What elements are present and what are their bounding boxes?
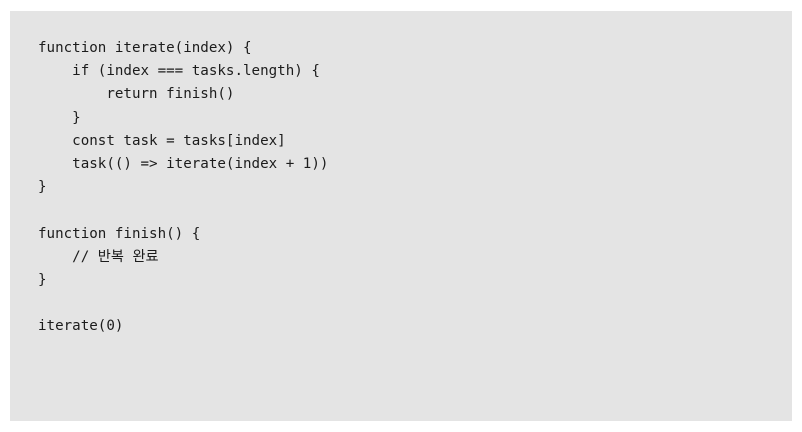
code-line-comment: // 반복 완료 <box>38 248 159 265</box>
code-listing: function iterate(index) { if (index === … <box>38 37 792 339</box>
code-line: function iterate(index) { <box>38 40 252 56</box>
code-line: if (index === tasks.length) { <box>38 63 320 80</box>
code-line: iterate(0) <box>38 318 124 335</box>
code-block: function iterate(index) { if (index === … <box>10 11 792 421</box>
code-line: return finish() <box>38 86 235 103</box>
code-line: } <box>38 272 47 289</box>
code-line: } <box>38 109 81 126</box>
code-line-blank <box>38 292 792 315</box>
code-line: task(() => iterate(index + 1)) <box>38 156 329 173</box>
code-line: function finish() { <box>38 225 201 242</box>
code-line: } <box>38 179 47 196</box>
code-line: const task = tasks[index] <box>38 132 286 149</box>
code-line-blank <box>38 199 792 222</box>
code-content: function iterate(index) { if (index === … <box>38 37 792 339</box>
